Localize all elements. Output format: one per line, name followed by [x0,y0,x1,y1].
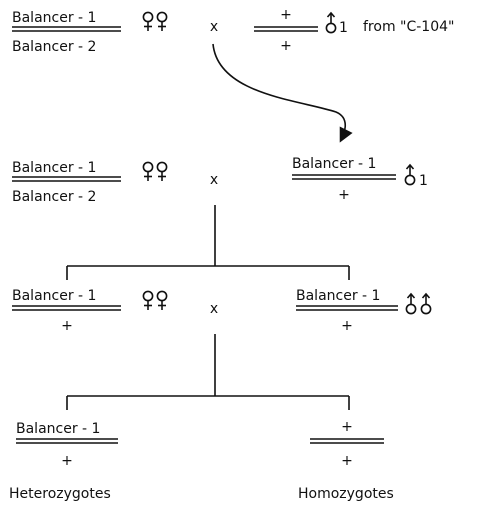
row-2-female-parent: Balancer - 1 Balancer - 2 [12,160,168,205]
row1-female-chrom-bottom: Balancer - 2 [12,39,96,55]
row1-male-count: 1 [339,20,348,36]
row2-male-chrom-top: Balancer - 1 [292,156,376,172]
female-symbol-icon [142,11,154,32]
homozygote-offspring: + + Homozygotes [298,419,394,502]
row4-het-chrom-bottom: + [61,453,73,469]
row3-offspring-bracket [66,334,350,410]
row-1-female-parent: Balancer - 1 Balancer - 2 [12,10,168,55]
female-symbol-icon [156,290,168,311]
female-symbol-icon [142,161,154,182]
source-stock-label: from "C-104" [363,19,454,35]
row3-female-chrom-bottom: + [61,318,73,334]
row2-male-count: 1 [419,173,428,189]
row3-male-chrom-bottom: + [341,318,353,334]
homozygotes-label: Homozygotes [298,486,394,502]
row1-cross-symbol: x [210,19,218,35]
row2-female-chrom-bottom: Balancer - 2 [12,189,96,205]
male-symbol-icon [405,293,417,315]
row3-female-chrom-top: Balancer - 1 [12,288,96,304]
row3-male-chrom-top: Balancer - 1 [296,288,380,304]
curved-arrow-icon [212,43,353,143]
row-1-male-parent: + + 1 from "C-104" [254,7,454,54]
row1-female-chrom-top: Balancer - 1 [12,10,96,26]
row2-female-chrom-top: Balancer - 1 [12,160,96,176]
row2-offspring-bracket [66,205,350,280]
female-symbol-icon [142,290,154,311]
row1-male-chrom-bottom: + [280,38,292,54]
row-3-male-parent: Balancer - 1 + [296,288,432,334]
row4-hom-chrom-bottom: + [341,453,353,469]
heterozygote-offspring: Balancer - 1 + Heterozygotes [9,421,118,502]
male-symbol-icon [325,12,337,34]
female-symbol-icon [156,11,168,32]
row2-cross-symbol: x [210,172,218,188]
row4-het-chrom-top: Balancer - 1 [16,421,100,437]
row3-cross-symbol: x [210,301,218,317]
row1-male-chrom-top: + [280,7,292,23]
row-2-male-parent: Balancer - 1 + 1 [292,156,428,203]
row4-hom-chrom-top: + [341,419,353,435]
heterozygotes-label: Heterozygotes [9,486,111,502]
male-symbol-icon [420,293,432,315]
male-symbol-icon [404,164,416,186]
row2-male-chrom-bottom: + [338,187,350,203]
row-3-female-parent: Balancer - 1 + [12,288,168,334]
female-symbol-icon [156,161,168,182]
